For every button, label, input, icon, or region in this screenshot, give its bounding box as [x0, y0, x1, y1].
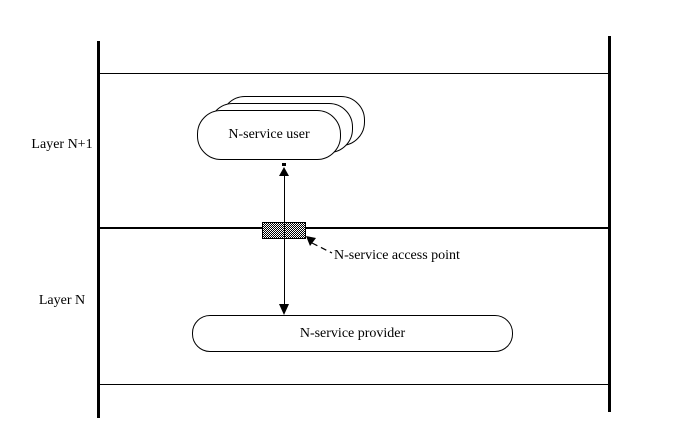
double-arrow-shaft	[284, 175, 285, 305]
service-user-box: N-service user	[197, 110, 341, 160]
layer-n-plus-1-label: Layer N+1	[31, 137, 93, 152]
left-boundary-line	[97, 41, 100, 418]
layer-n-label: Layer N	[38, 293, 86, 308]
service-user-label: N-service user	[228, 127, 310, 142]
layer-boundary-line	[99, 227, 609, 229]
right-boundary-line	[608, 36, 611, 412]
access-point-label: N-service access point	[334, 248, 460, 263]
service-provider-label: N-service provider	[299, 325, 406, 341]
upper-layer-top-line	[99, 73, 609, 74]
lower-layer-bottom-line	[99, 384, 609, 385]
double-arrow-down-head-icon	[279, 304, 289, 315]
leader-arrow-icon	[306, 236, 333, 254]
double-arrow-top-dash	[282, 163, 286, 166]
double-arrow-up-head-icon	[279, 167, 289, 176]
service-provider-box: N-service provider	[192, 315, 513, 352]
